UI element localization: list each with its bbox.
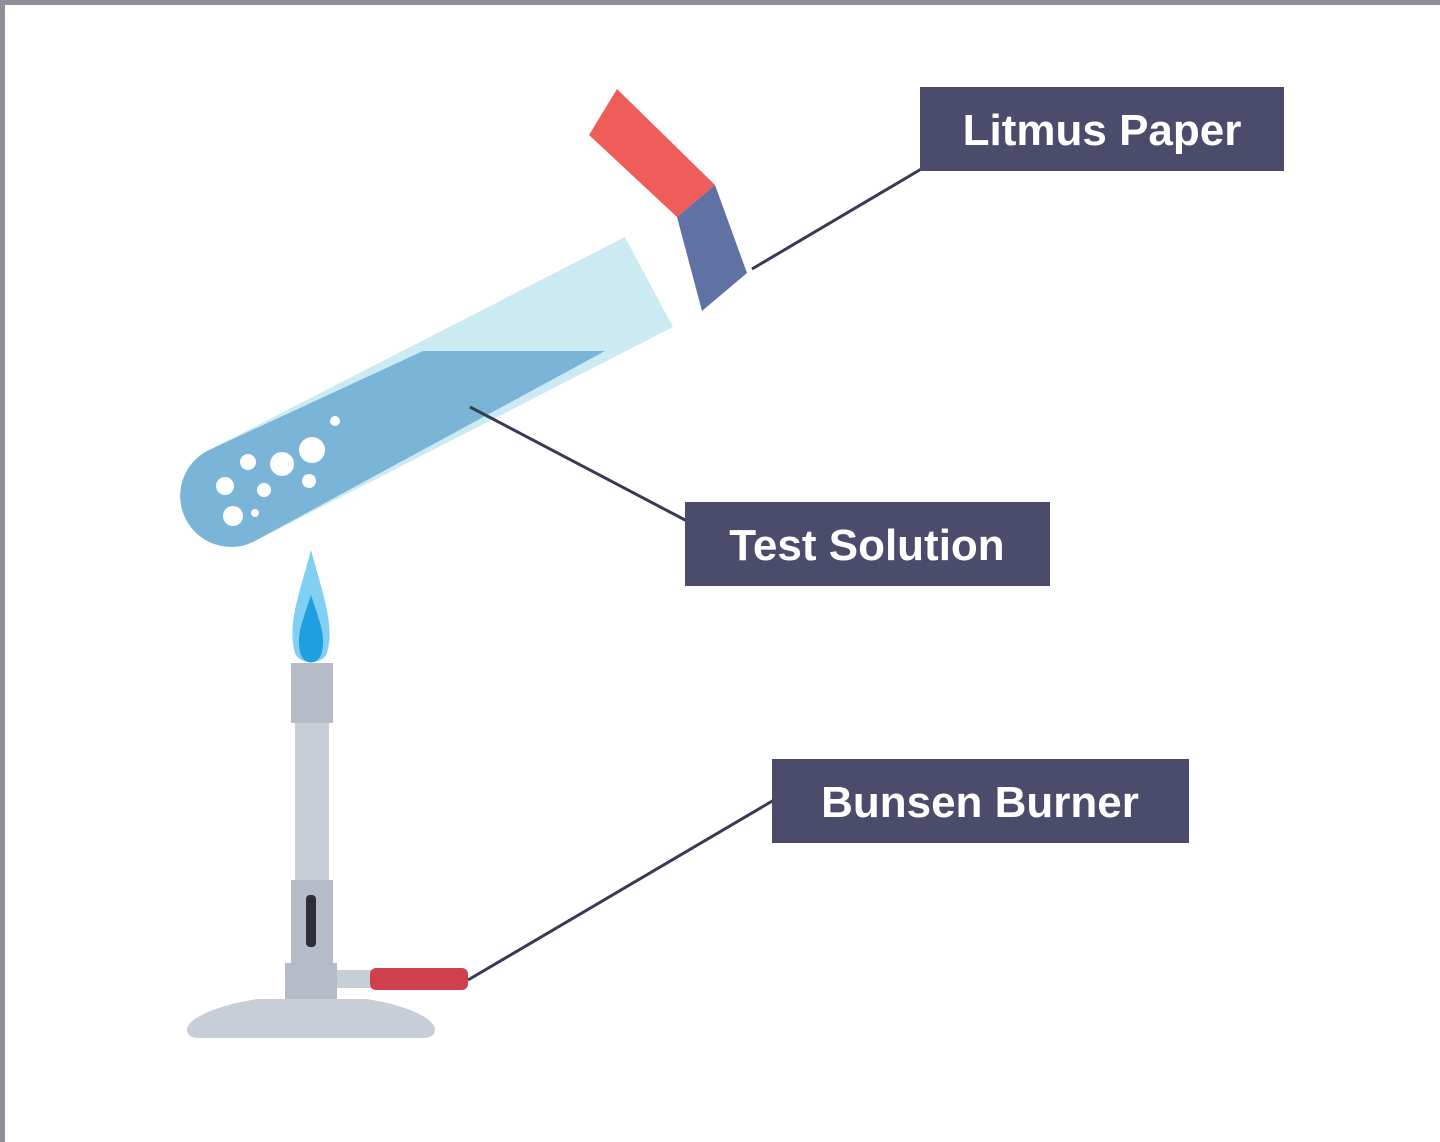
bubbles [216, 416, 340, 526]
test-tube [180, 237, 673, 547]
bunsen-burner [187, 550, 468, 1038]
label-text-bunsen-burner: Bunsen Burner [821, 778, 1139, 827]
bubble [299, 437, 325, 463]
air-hole [306, 895, 316, 947]
litmus-paper-strip [589, 89, 747, 311]
leader-line-test-solution [469, 405, 688, 523]
leader-lines [467, 166, 924, 982]
label-text-test-solution: Test Solution [729, 521, 1004, 570]
label-litmus-paper: Litmus Paper [920, 87, 1284, 171]
litmus-paper-blue-part [677, 185, 747, 311]
leader-line-bunsen-burner [467, 798, 775, 982]
bubble [216, 477, 234, 495]
burner-top-collar [291, 663, 333, 723]
gas-inlet-tube [370, 968, 468, 990]
bubble [251, 509, 259, 517]
label-box [772, 759, 1189, 843]
test-solution-liquid [180, 351, 605, 547]
label-bunsen-burner: Bunsen Burner [772, 759, 1189, 843]
bubble [223, 506, 243, 526]
burner-base-neck [285, 963, 337, 1001]
bubble [302, 474, 316, 488]
label-box [685, 502, 1050, 586]
bubble [330, 416, 340, 426]
leader-line-litmus-paper [751, 166, 924, 271]
label-test-solution: Test Solution [685, 502, 1050, 586]
lab-apparatus-diagram: Litmus Paper Test Solution Bunsen Burner [180, 87, 1284, 1038]
bubble [240, 454, 256, 470]
label-text-litmus-paper: Litmus Paper [963, 106, 1242, 155]
bubble [270, 452, 294, 476]
flame-inner [298, 595, 324, 663]
burner-base [187, 999, 435, 1038]
litmus-paper-red-part [589, 89, 715, 217]
bubble [257, 483, 271, 497]
label-box [920, 87, 1284, 171]
gas-inlet-connector [327, 970, 377, 988]
